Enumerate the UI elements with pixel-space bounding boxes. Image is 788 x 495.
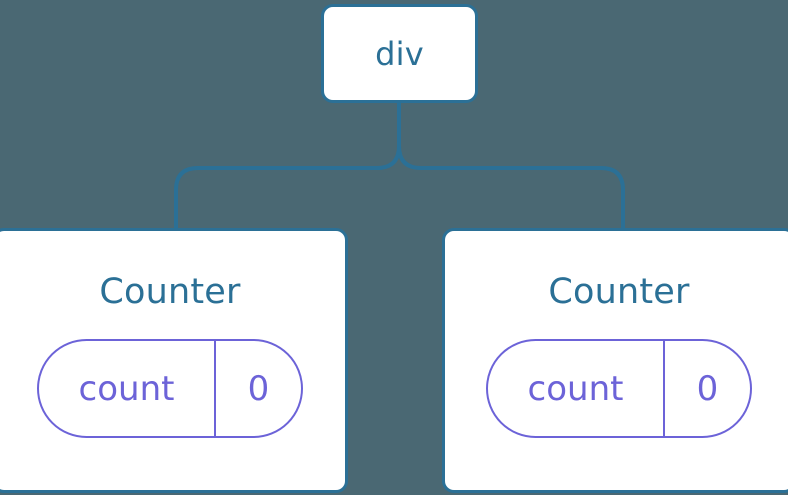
node-counter-right[interactable]: Counter count 0 [442,228,788,493]
node-counter-left[interactable]: Counter count 0 [0,228,348,493]
state-value-left: 0 [214,341,301,436]
state-value-right: 0 [663,341,750,436]
connector-root-to-right-child [397,103,625,232]
state-key-right: count [527,368,624,409]
connector-root-to-left-child [174,103,401,232]
state-pill-right[interactable]: count 0 [486,339,752,438]
node-counter-left-label: Counter [99,272,241,312]
node-root-div[interactable]: div [321,4,478,103]
state-key-left: count [78,368,175,409]
state-pill-left[interactable]: count 0 [37,339,303,438]
node-counter-right-label: Counter [548,272,690,312]
node-root-label: div [375,34,424,73]
